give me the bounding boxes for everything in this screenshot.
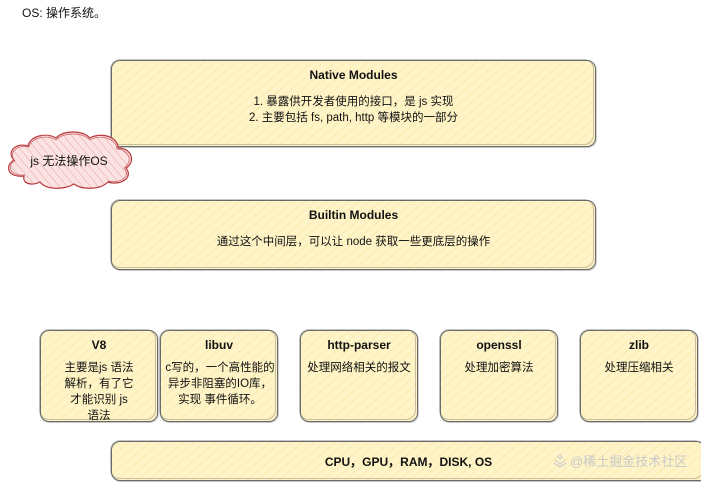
native-modules-line-1: 1. 暴露供开发者使用的接口，是 js 实现 <box>253 96 454 108</box>
openssl-title: openssl <box>476 338 522 352</box>
native-modules-line-2: 2. 主要包括 fs, path, http 等模块的一部分 <box>249 112 458 124</box>
cloud-shape <box>7 131 133 189</box>
cloud-label: js 无法操作OS <box>30 154 108 168</box>
native-modules-description: 1. 暴露供开发者使用的接口，是 js 实现 2. 主要包括 fs, path,… <box>112 94 595 126</box>
http-parser-description: 处理网络相关的报文 <box>307 362 411 374</box>
libuv-description: c写的，一个高性能的异步非阻塞的IO库，实现 事件循环。 <box>165 362 275 406</box>
openssl-module-box: openssl 处理加密算法 <box>439 329 558 422</box>
builtin-modules-title: Builtin Modules <box>308 208 399 222</box>
native-modules-box: Native Modules 1. 暴露供开发者使用的接口，是 js 实现 2.… <box>110 59 596 147</box>
native-modules-title: Native Modules <box>309 68 398 82</box>
builtin-modules-box: Builtin Modules 通过这个中间层，可以让 node 获取一些更底层… <box>110 199 596 270</box>
v8-title: V8 <box>91 338 107 352</box>
juejin-logo-icon <box>553 453 567 468</box>
os-note: OS: 操作系统。 <box>22 6 107 20</box>
js-cannot-access-os-cloud: js 无法操作OS <box>2 128 138 192</box>
v8-module-box: V8 主要是js 语法解析，有了它才能识别 js 语法 <box>39 329 158 422</box>
http-parser-title: http-parser <box>327 338 391 352</box>
zlib-title: zlib <box>629 338 649 352</box>
v8-description: 主要是js 语法解析，有了它才能识别 js 语法 <box>64 362 134 422</box>
openssl-description: 处理加密算法 <box>464 362 534 374</box>
hardware-title: CPU，GPU，RAM，DISK, OS <box>324 455 493 469</box>
zlib-module-box: zlib 处理压缩相关 <box>579 329 698 422</box>
watermark-text: @稀土掘金技术社区 <box>570 454 688 469</box>
watermark: @稀土掘金技术社区 <box>553 451 687 470</box>
libuv-module-box: libuv c写的，一个高性能的异步非阻塞的IO库，实现 事件循环。 <box>159 329 278 422</box>
zlib-description: 处理压缩相关 <box>604 362 674 374</box>
http-parser-module-box: http-parser 处理网络相关的报文 <box>299 329 418 422</box>
libuv-title: libuv <box>204 338 233 352</box>
builtin-modules-description: 通过这个中间层，可以让 node 获取一些更底层的操作 <box>216 236 491 248</box>
